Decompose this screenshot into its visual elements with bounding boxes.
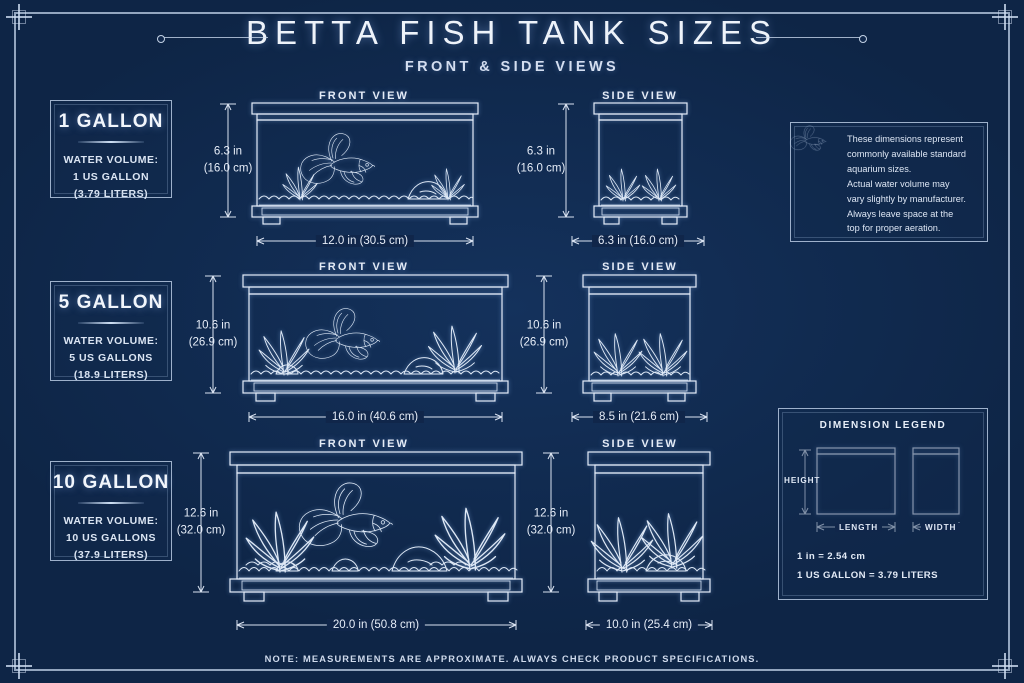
legend-label-length: LENGTH xyxy=(835,523,883,532)
corner-registration-mark-bottom-left xyxy=(6,653,32,679)
volume-caption: WATER VOLUME: xyxy=(63,335,159,347)
dimension-height-side-5gal: 10.6 in (26.9 cm) xyxy=(519,319,569,348)
legend-conversions: 1 in = 2.54 cm 1 US GALLON = 3.79 LITERS xyxy=(797,548,938,585)
view-label-side-1gal: SIDE VIEW xyxy=(602,90,678,102)
dimension-width-front-5gal: 16.0 in (40.6 cm) xyxy=(325,411,425,423)
legend-label-width: WIDTH xyxy=(921,523,961,532)
note-box: These dimensions represent commonly avai… xyxy=(790,122,988,242)
legend-label-height: HEIGHT xyxy=(784,476,821,485)
size-card-1-gallon: 1 GALLON WATER VOLUME: 1 US GALLON (3.79… xyxy=(50,100,172,200)
page-title: BETTA FISH TANK SIZES xyxy=(245,14,779,51)
volume-us: 5 US GALLONS xyxy=(69,352,153,364)
legend-conversion-inch: 1 in = 2.54 cm xyxy=(797,551,866,562)
dimension-height-front-1gal: 6.3 in (16.0 cm) xyxy=(203,145,253,174)
note-box-text: These dimensions represent commonly avai… xyxy=(847,134,966,234)
legend-box: DIMENSION LEGEND 1 in = 2.54 cm 1 US GAL… xyxy=(778,408,988,600)
volume-metric: (37.9 LITERS) xyxy=(73,549,149,561)
dimension-width-side-10gal: 10.0 in (25.4 cm) xyxy=(599,619,699,631)
view-label-front-10gal: FRONT VIEW xyxy=(318,438,410,450)
dimension-height-side-1gal: 6.3 in (16.0 cm) xyxy=(516,145,566,174)
dimension-width-side-5gal: 8.5 in (21.6 cm) xyxy=(593,411,685,423)
view-label-front-1gal: FRONT VIEW xyxy=(318,90,410,102)
volume-metric: (3.79 LITERS) xyxy=(73,188,149,200)
view-label-side-5gal: SIDE VIEW xyxy=(602,261,678,273)
corner-registration-mark-bottom-right xyxy=(992,653,1018,679)
size-card-volume: WATER VOLUME: 5 US GALLONS (18.9 LITERS) xyxy=(51,333,171,384)
dimension-width-front-10gal: 20.0 in (50.8 cm) xyxy=(326,619,426,631)
size-card-10-gallon: 10 GALLON WATER VOLUME: 10 US GALLONS (3… xyxy=(50,461,172,561)
volume-caption: WATER VOLUME: xyxy=(63,154,159,166)
size-card-volume: WATER VOLUME: 10 US GALLONS (37.9 LITERS… xyxy=(51,513,171,564)
footer-note: NOTE: MEASUREMENTS ARE APPROXIMATE. ALWA… xyxy=(264,654,760,664)
corner-registration-mark-top-left xyxy=(6,4,32,30)
dimension-width-front-1gal: 12.0 in (30.5 cm) xyxy=(315,235,415,247)
legend-title: DIMENSION LEGEND xyxy=(819,420,947,431)
size-card-title: 1 GALLON xyxy=(58,111,164,132)
volume-metric: (18.9 LITERS) xyxy=(73,369,149,381)
title-rule-left xyxy=(157,34,268,43)
header: BETTA FISH TANK SIZES FRONT & SIDE VIEWS xyxy=(0,14,1024,75)
title-rule-right xyxy=(756,34,867,43)
dimension-height-front-5gal: 10.6 in (26.9 cm) xyxy=(188,319,238,348)
divider xyxy=(78,141,144,143)
volume-caption: WATER VOLUME: xyxy=(63,515,159,527)
size-card-title: 5 GALLON xyxy=(58,292,164,313)
legend-conversion-gallon: 1 US GALLON = 3.79 LITERS xyxy=(797,569,938,581)
size-card-volume: WATER VOLUME: 1 US GALLON (3.79 LITERS) xyxy=(51,152,171,203)
dimension-height-front-10gal: 12.6 in (32.0 cm) xyxy=(176,507,226,536)
size-card-title: 10 GALLON xyxy=(52,472,170,493)
dimension-width-side-1gal: 6.3 in (16.0 cm) xyxy=(592,235,684,247)
volume-us: 1 US GALLON xyxy=(72,171,150,183)
corner-registration-mark-top-right xyxy=(992,4,1018,30)
dimension-height-side-10gal: 12.6 in (32.0 cm) xyxy=(526,507,576,536)
page-subtitle: FRONT & SIDE VIEWS xyxy=(404,58,620,75)
divider xyxy=(78,322,144,324)
view-label-front-5gal: FRONT VIEW xyxy=(318,261,410,273)
blueprint-frame xyxy=(14,12,1010,671)
volume-us: 10 US GALLONS xyxy=(66,532,156,544)
view-label-side-10gal: SIDE VIEW xyxy=(602,438,678,450)
size-card-5-gallon: 5 GALLON WATER VOLUME: 5 US GALLONS (18.… xyxy=(50,281,172,381)
divider xyxy=(78,502,144,504)
